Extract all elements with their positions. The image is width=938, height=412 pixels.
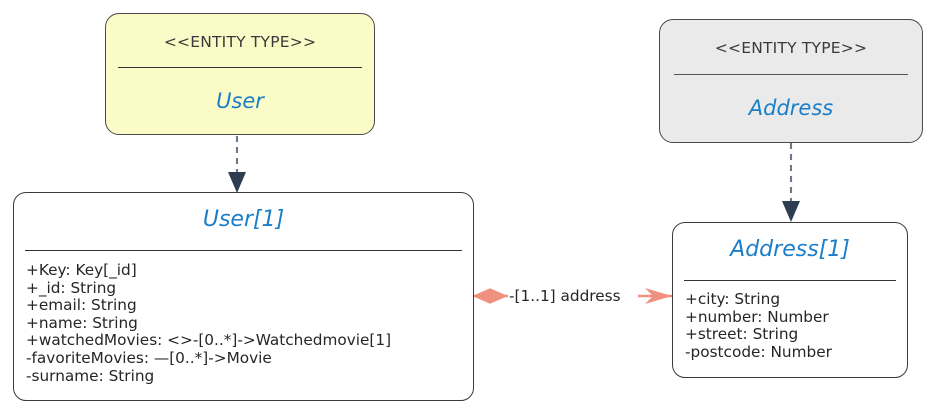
attribute-row: +Key: Key[_id] (26, 261, 137, 279)
association-label: -[1..1] address (509, 287, 621, 305)
attribute-row: +street: String (685, 325, 799, 344)
entity-user-stereotype: <<ENTITY TYPE>> (163, 33, 317, 51)
class-user-attributes: +Key: Key[_id] +_id: String +email: Stri… (26, 261, 392, 385)
entity-type-user[interactable]: <<ENTITY TYPE>> User (105, 13, 375, 135)
entity-type-address[interactable]: <<ENTITY TYPE>> Address (659, 19, 923, 143)
entity-address-divider (674, 74, 908, 75)
attribute-row: +_id: String (26, 278, 117, 297)
class-address-attributes: +city: String +number: Number +street: S… (685, 290, 832, 361)
composition-diamond (472, 288, 508, 304)
attribute-row: -postcode: Number (685, 342, 832, 361)
association-arrowhead (645, 288, 672, 304)
class-user-title: User[1] (202, 207, 285, 232)
attribute-row: +number: Number (685, 307, 829, 326)
entity-user-name: User (216, 89, 264, 113)
entity-address-name: Address (748, 96, 834, 120)
class-address-title: Address[1] (730, 237, 850, 262)
attribute-row: +watchedMovies: <>-[0..*]->Watchedmovie[… (26, 331, 392, 350)
class-box-address[interactable]: Address[1] +city: String +number: Number… (672, 222, 908, 378)
class-box-user[interactable]: User[1] +Key: Key[_id] +_id: String +ema… (13, 192, 474, 401)
attribute-row: +city: String (685, 290, 781, 308)
realization-user (228, 136, 246, 193)
class-user-divider (25, 250, 462, 251)
realization-address (782, 143, 800, 222)
attribute-row: +name: String (26, 313, 138, 332)
class-address-divider (684, 280, 896, 281)
attribute-row: +email: String (26, 296, 137, 315)
entity-user-divider (118, 67, 362, 68)
entity-address-stereotype: <<ENTITY TYPE>> (714, 39, 868, 57)
attribute-row: -surname: String (26, 366, 155, 385)
attribute-row: -favoriteMovies: —[0..*]->Movie (26, 348, 272, 367)
